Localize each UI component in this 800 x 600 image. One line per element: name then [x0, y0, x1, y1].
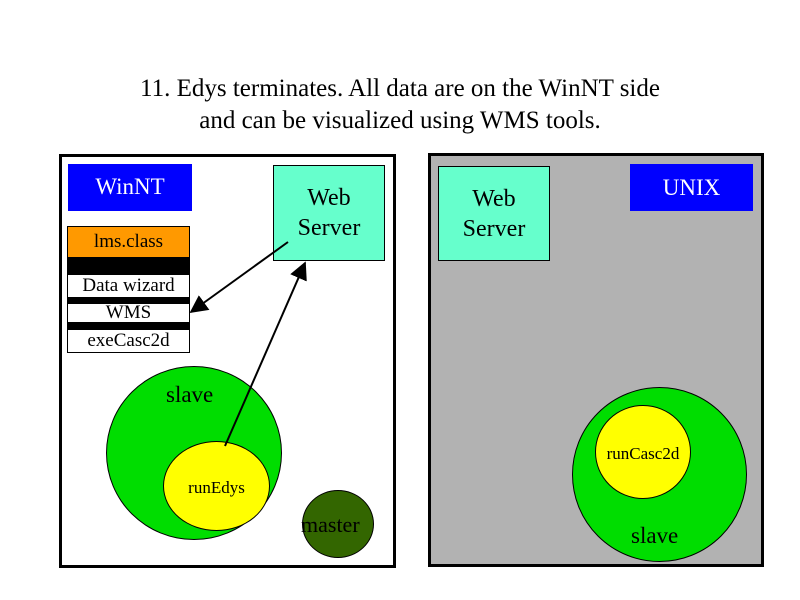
stack-divider: [67, 323, 190, 329]
title-line-2: and can be visualized using WMS tools.: [199, 107, 601, 134]
stack-divider: [67, 298, 190, 303]
run-casc2d-label: runCasc2d: [606, 444, 680, 464]
slide-title: 11. Edys terminates. All data are on the…: [0, 73, 800, 137]
winnt-label: WinNT: [68, 164, 192, 211]
arrow-server-to-stack: [189, 241, 289, 314]
unix-label: UNIX: [630, 164, 753, 211]
winnt-slave-label: slave: [166, 382, 214, 407]
stack-divider: [67, 258, 190, 274]
stack-item-data-wizard: Data wizard: [67, 274, 190, 298]
title-line-1: 11. Edys terminates. All data are on the…: [140, 75, 660, 102]
run-edys-label: runEdys: [188, 478, 245, 498]
winnt-web-server: Web Server: [273, 165, 385, 261]
master-circle: [302, 490, 374, 558]
unix-web-server: Web Server: [438, 166, 550, 261]
master-label: master: [301, 512, 360, 537]
stack-item-execasc2d: exeCasc2d: [67, 329, 190, 353]
unix-slave-label: slave: [631, 523, 679, 548]
stack-item-lms-class: lms.class: [67, 226, 190, 258]
run-casc2d-circle: [595, 405, 691, 499]
run-edys-circle: [163, 441, 270, 531]
stack-item-wms: WMS: [67, 302, 190, 323]
arrow-edys-to-server: [224, 261, 307, 447]
